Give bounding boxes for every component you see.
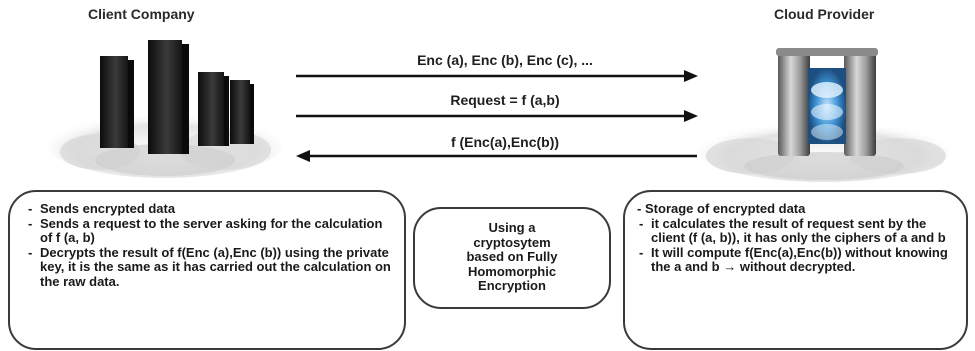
bullet-dash: -: [28, 215, 33, 231]
client-note-text: Sends encrypted data: [40, 201, 176, 216]
cloud-note: - Storage of encrypted data: [637, 201, 959, 217]
cloud-notes-box: - Storage of encrypted data - it calcula…: [623, 190, 968, 350]
client-note: - Sends encrypted data: [28, 201, 398, 217]
client-note-text: Decrypts the result of f(Enc (a),Enc (b)…: [40, 244, 391, 289]
cloud-note-text: it calculates the result of request sent…: [651, 215, 946, 245]
bullet-dash: -: [637, 201, 642, 216]
bullet-dash: -: [28, 201, 33, 216]
cloud-provider-heading: Cloud Provider: [774, 6, 875, 22]
encrypted-data-label: Enc (a), Enc (b), Enc (c), ...: [417, 52, 593, 68]
bullet-dash: -: [639, 215, 644, 231]
client-note: - Sends a request to the server asking f…: [28, 215, 398, 246]
client-notes-list: - Sends encrypted data - Sends a request…: [28, 201, 398, 290]
request-label: Request = f (a,b): [450, 92, 560, 108]
cloud-note: - it calculates the result of request se…: [639, 215, 959, 246]
cloud-server-icon: [698, 48, 950, 182]
result-label: f (Enc(a),Enc(b)): [450, 134, 560, 150]
fhe-note-text: Using a cryptosytem based on Fully Homom…: [466, 220, 558, 293]
arrow-encrypted-data: [296, 70, 698, 82]
arrow-result: [296, 150, 697, 162]
client-note: - Decrypts the result of f(Enc (a),Enc (…: [28, 244, 398, 290]
server-rack-icon: [47, 40, 283, 178]
client-notes-box: - Sends encrypted data - Sends a request…: [8, 190, 406, 350]
cloud-note-text: Storage of encrypted data: [645, 201, 806, 216]
client-note-text: Sends a request to the server asking for…: [40, 215, 383, 245]
bullet-dash: -: [639, 244, 644, 260]
cloud-notes-list: - Storage of encrypted data - it calcula…: [637, 201, 959, 275]
cloud-note: - It will compute f(Enc(a),Enc(b)) witho…: [639, 244, 959, 275]
arrow-request: [296, 110, 698, 122]
fhe-note-box: Using a cryptosytem based on Fully Homom…: [413, 207, 611, 309]
client-company-heading: Client Company: [88, 6, 195, 22]
bullet-dash: -: [28, 244, 33, 260]
cloud-note-text: It will compute f(Enc(a),Enc(b)) without…: [651, 244, 948, 274]
